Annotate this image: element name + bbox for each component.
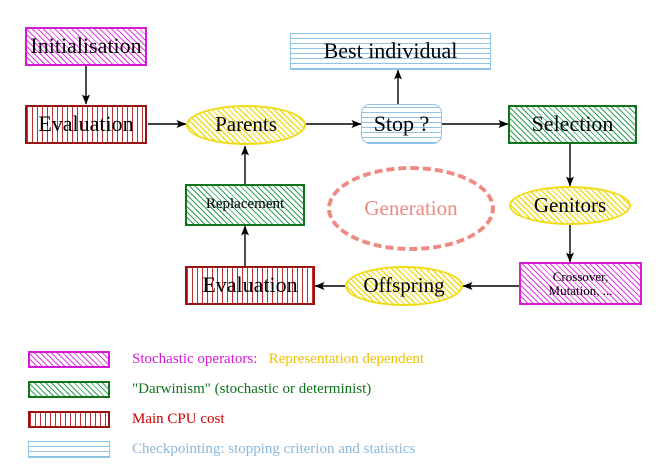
legend-label-stochastic-accent-text: Representation dependent — [268, 350, 425, 367]
node-offspring[interactable]: Offspring — [345, 266, 463, 306]
node-evaluation-top-label: Evaluation — [38, 111, 134, 137]
legend-row-checkpointing: Checkpointing: stopping criterion and st… — [0, 436, 662, 462]
node-generation-boundary: Generation — [327, 166, 495, 251]
node-genitors[interactable]: Genitors — [509, 186, 631, 225]
node-evaluation-bottom-label: Evaluation — [202, 272, 298, 298]
node-generation-label: Generation — [364, 195, 458, 220]
legend-swatch-red-vertical-lines — [28, 410, 110, 428]
node-initialisation[interactable]: Initialisation — [25, 27, 147, 66]
node-stop-label: Stop ? — [373, 110, 430, 136]
node-parents[interactable]: Parents — [186, 105, 306, 145]
legend-label-stochastic: Stochastic operators: Representation dep… — [132, 351, 424, 368]
legend-swatch-blue-horizontal-lines — [28, 440, 110, 458]
node-offspring-label: Offspring — [363, 273, 445, 298]
legend: Stochastic operators: Representation dep… — [0, 336, 662, 471]
legend-row-stochastic: Stochastic operators: Representation dep… — [0, 346, 662, 372]
node-genitors-label: Genitors — [533, 192, 607, 217]
node-evaluation-top[interactable]: Evaluation — [25, 105, 147, 144]
node-crossover-mutation-label: Crossover, Mutation, ... — [548, 269, 613, 298]
node-selection-label: Selection — [531, 111, 614, 137]
legend-label-checkpointing: Checkpointing: stopping criterion and st… — [132, 440, 416, 457]
node-crossover-mutation[interactable]: Crossover, Mutation, ... — [519, 262, 642, 305]
legend-swatch-green-diagonal-hatch — [28, 380, 110, 398]
node-best-individual-label: Best individual — [323, 38, 458, 64]
node-stop[interactable]: Stop ? — [361, 104, 442, 144]
legend-swatch-magenta-diagonal-hatch — [28, 350, 110, 368]
node-initialisation-label: Initialisation — [30, 33, 142, 59]
legend-label-darwinism: "Darwinism" (stochastic or determinist) — [132, 380, 372, 397]
node-best-individual[interactable]: Best individual — [290, 33, 491, 70]
node-replacement-label: Replacement — [205, 196, 285, 213]
node-evaluation-bottom[interactable]: Evaluation — [185, 266, 315, 305]
legend-row-cpu-cost: Main CPU cost — [0, 406, 662, 432]
node-replacement[interactable]: Replacement — [185, 184, 305, 226]
legend-row-darwinism: "Darwinism" (stochastic or determinist) — [0, 376, 662, 402]
node-parents-label: Parents — [215, 112, 277, 137]
legend-label-stochastic-accent — [257, 351, 268, 367]
legend-label-cpu-cost: Main CPU cost — [132, 410, 225, 427]
legend-label-stochastic-text: Stochastic operators: — [132, 350, 258, 367]
node-selection[interactable]: Selection — [508, 105, 637, 144]
